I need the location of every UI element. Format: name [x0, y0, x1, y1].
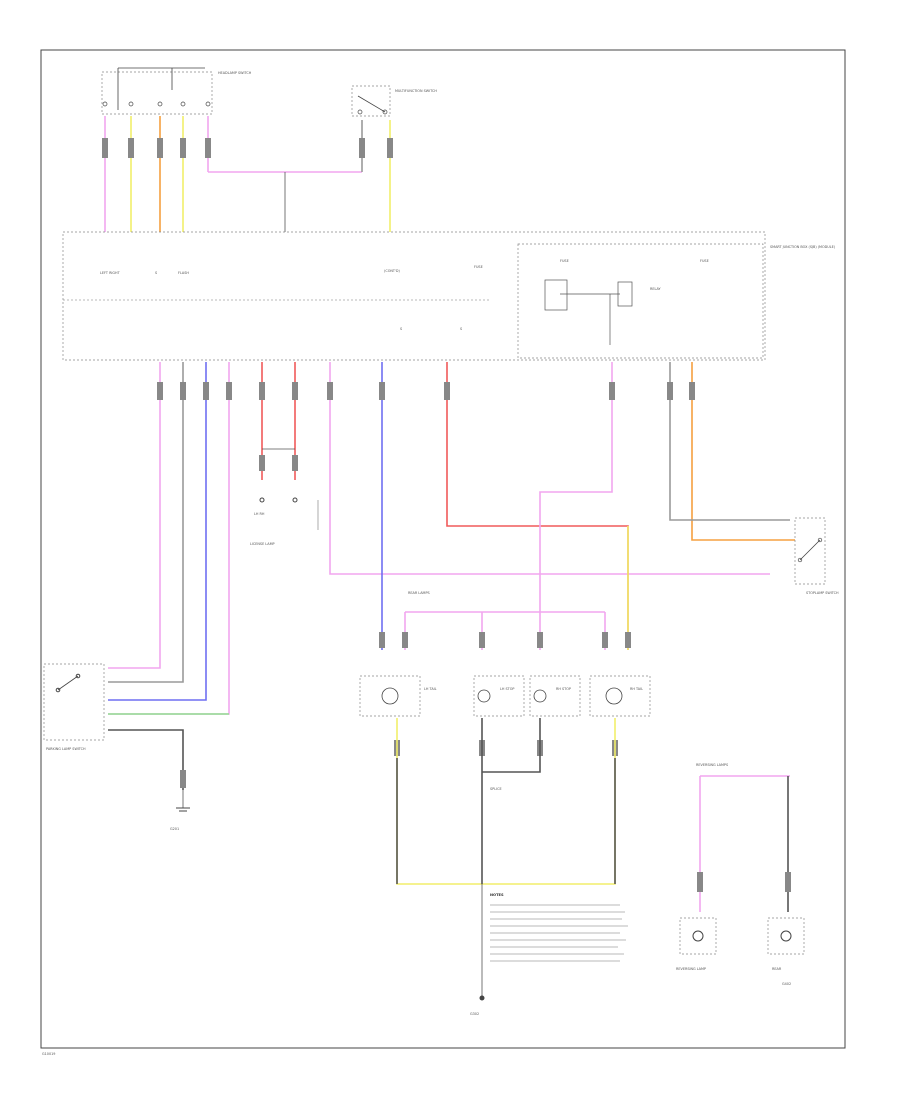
diagram-frame	[40, 49, 846, 1049]
rh-stop-label: RH STOP	[556, 687, 571, 691]
rear-lamps-label: REAR LAMPS	[408, 591, 430, 595]
license-lamp-pair: LH RH LICENSE LAMP	[250, 497, 319, 546]
headlamp-switch: HEADLAMP SWITCH	[101, 67, 252, 115]
multifunction-switch-label: MULTIFUNCTION SWITCH	[395, 89, 437, 93]
multifunction-switch: MULTIFUNCTION SWITCH	[351, 85, 437, 117]
smart-junction-box: SMART JUNCTION BOX (SJB) (MODULE) (CONT'…	[62, 231, 836, 361]
footer-code: G10019	[42, 1052, 55, 1056]
module-output-wires	[108, 362, 795, 790]
svg-text:S: S	[460, 327, 462, 331]
lh-stop-label: LH STOP	[500, 687, 514, 691]
top-wires	[102, 116, 393, 232]
svg-text:FUSE: FUSE	[700, 259, 709, 263]
svg-text:LH RH: LH RH	[254, 512, 265, 516]
ground-main-label: G302	[470, 1012, 479, 1016]
ground-left-label: G201	[170, 827, 179, 831]
headlamp-switch-label: HEADLAMP SWITCH	[218, 71, 252, 75]
svg-text:S: S	[400, 327, 402, 331]
reversing-lamps: REVERSING LAMPS REVERSING LAMP REAR G402	[676, 763, 805, 986]
backup-left-label: REVERSING LAMP	[676, 967, 706, 971]
backup-right-label: REAR	[772, 967, 782, 971]
rh-tail-label: RH TAIL	[630, 687, 643, 691]
parking-lamp-switch: PARKING LAMP SWITCH	[43, 663, 105, 751]
svg-text:FLASH: FLASH	[178, 271, 189, 275]
svg-text:REVERSING LAMPS: REVERSING LAMPS	[696, 763, 728, 767]
module-fuse-label: FUSE	[474, 265, 483, 269]
notes-block: NOTES G302	[470, 884, 628, 1016]
module-mid-label: (CONT'D)	[384, 269, 401, 273]
stoplamp-switch-label: STOPLAMP SWITCH	[806, 591, 839, 595]
license-lamp-label: LICENSE LAMP	[250, 542, 275, 546]
svg-text:FUSE: FUSE	[560, 259, 569, 263]
svg-text:S: S	[155, 271, 157, 275]
parking-lamp-label: PARKING LAMP SWITCH	[46, 747, 86, 751]
ground-left: G201	[170, 770, 190, 831]
stoplamp-switch: STOPLAMP SWITCH	[794, 517, 839, 595]
notes-label: NOTES	[490, 893, 504, 897]
sensor-note: SPLICE	[490, 787, 502, 791]
svg-text:LEFT RIGHT: LEFT RIGHT	[100, 271, 121, 275]
ground-right-label: G402	[782, 982, 791, 986]
svg-text:RELAY: RELAY	[650, 287, 662, 291]
lh-tail-label: LH TAIL	[424, 687, 437, 691]
module-label: SMART JUNCTION BOX (SJB) (MODULE)	[770, 245, 836, 249]
rear-lamps: REAR LAMPS LH TAIL LH STOP RH STOP RH TA…	[359, 591, 651, 885]
